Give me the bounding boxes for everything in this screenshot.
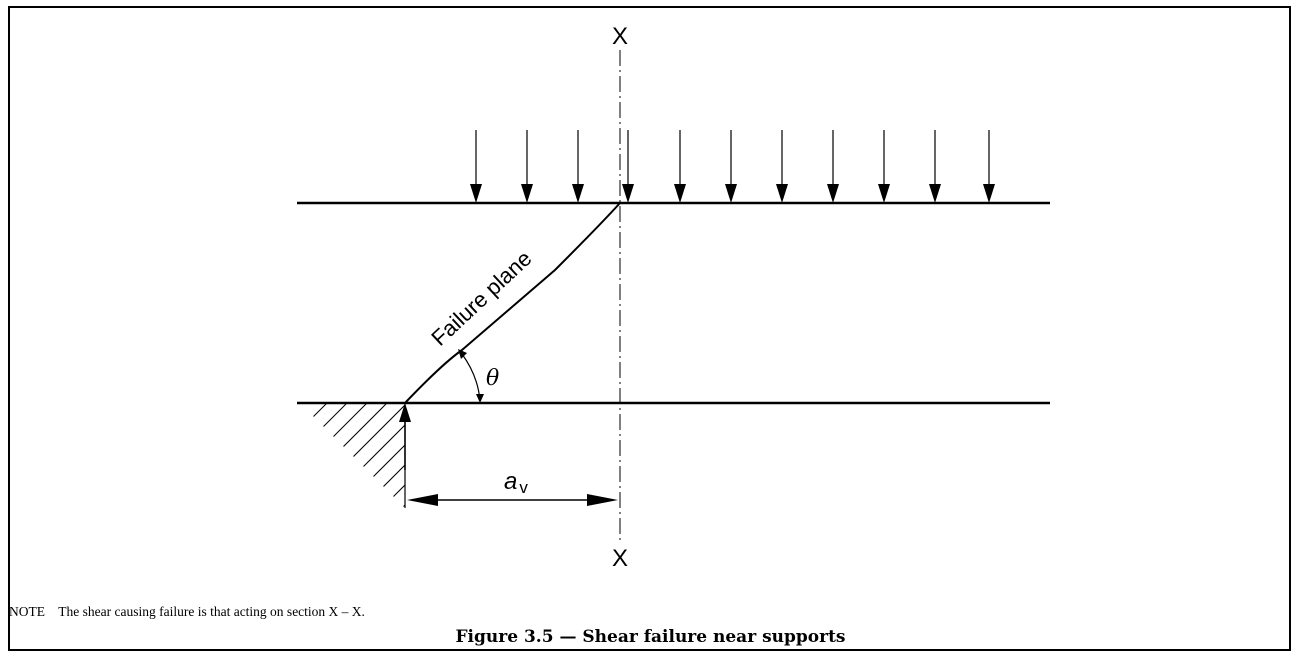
angle-arc — [461, 353, 481, 402]
dimension-arrowhead-right — [587, 494, 618, 506]
note-prefix: NOTE — [9, 604, 45, 619]
angle-arc-arrowhead-bottom — [476, 394, 484, 403]
load-arrowhead — [725, 184, 737, 203]
note-text: The shear causing failure is that acting… — [58, 604, 365, 619]
figure-caption: Figure 3.5 — Shear failure near supports — [455, 627, 846, 647]
dimension-arrowhead-left — [407, 494, 438, 506]
failure-plane-crack — [404, 202, 621, 404]
load-arrowhead — [827, 184, 839, 203]
load-arrowhead — [622, 184, 634, 203]
support-hatching — [309, 403, 405, 508]
failure-plane-label: Failure plane — [426, 246, 536, 351]
load-arrowhead — [521, 184, 533, 203]
angle-theta-label: θ — [486, 366, 499, 391]
figure-frame — [8, 6, 1291, 651]
load-arrowhead — [929, 184, 941, 203]
load-arrowhead — [674, 184, 686, 203]
load-arrowhead — [878, 184, 890, 203]
section-label-top: X — [612, 23, 628, 50]
span-av-base: a — [504, 468, 517, 495]
load-arrowhead — [776, 184, 788, 203]
load-arrowhead — [572, 184, 584, 203]
section-label-bottom: X — [612, 545, 628, 572]
span-av-sub: v — [519, 478, 528, 497]
distributed-load — [470, 130, 995, 203]
load-arrowhead — [983, 184, 995, 203]
reaction-arrowhead — [399, 403, 411, 422]
figure-note: NOTE The shear causing failure is that a… — [9, 604, 365, 620]
load-arrowhead — [470, 184, 482, 203]
angle-arc-arrowhead-top — [458, 349, 467, 359]
